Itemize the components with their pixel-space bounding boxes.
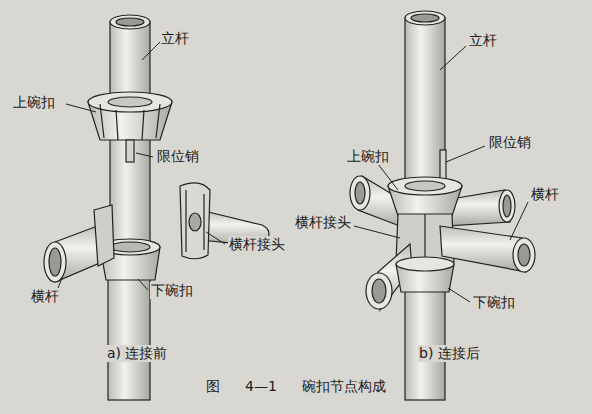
part-label: 下碗扣 [472, 294, 516, 311]
part-label: 下碗扣 [150, 282, 194, 299]
part-label: 限位销 [488, 134, 532, 151]
pole-label: 立杆 [468, 32, 498, 49]
part-label: 横杆接头 [228, 236, 286, 253]
pole-label: 立杆 [160, 30, 190, 47]
sub-caption: a) 连接前 [106, 345, 169, 362]
pole-lower [108, 268, 150, 400]
sub-caption: b) 连接后 [418, 345, 481, 362]
crossbar-joint [94, 205, 114, 266]
limit-pin [126, 140, 134, 162]
leader-lines [58, 42, 528, 302]
pole [110, 22, 150, 272]
part-label: 横杆接头 [294, 214, 352, 231]
part-label: 横杆 [30, 288, 60, 305]
part-label: 上碗扣 [12, 94, 56, 111]
figure-caption: 图 4—1 碗扣节点构成 [206, 378, 387, 396]
part-label: 限位销 [156, 148, 200, 165]
part-label: 上碗扣 [346, 148, 390, 165]
joint-plate [180, 183, 210, 259]
part-label: 横杆 [530, 186, 560, 203]
